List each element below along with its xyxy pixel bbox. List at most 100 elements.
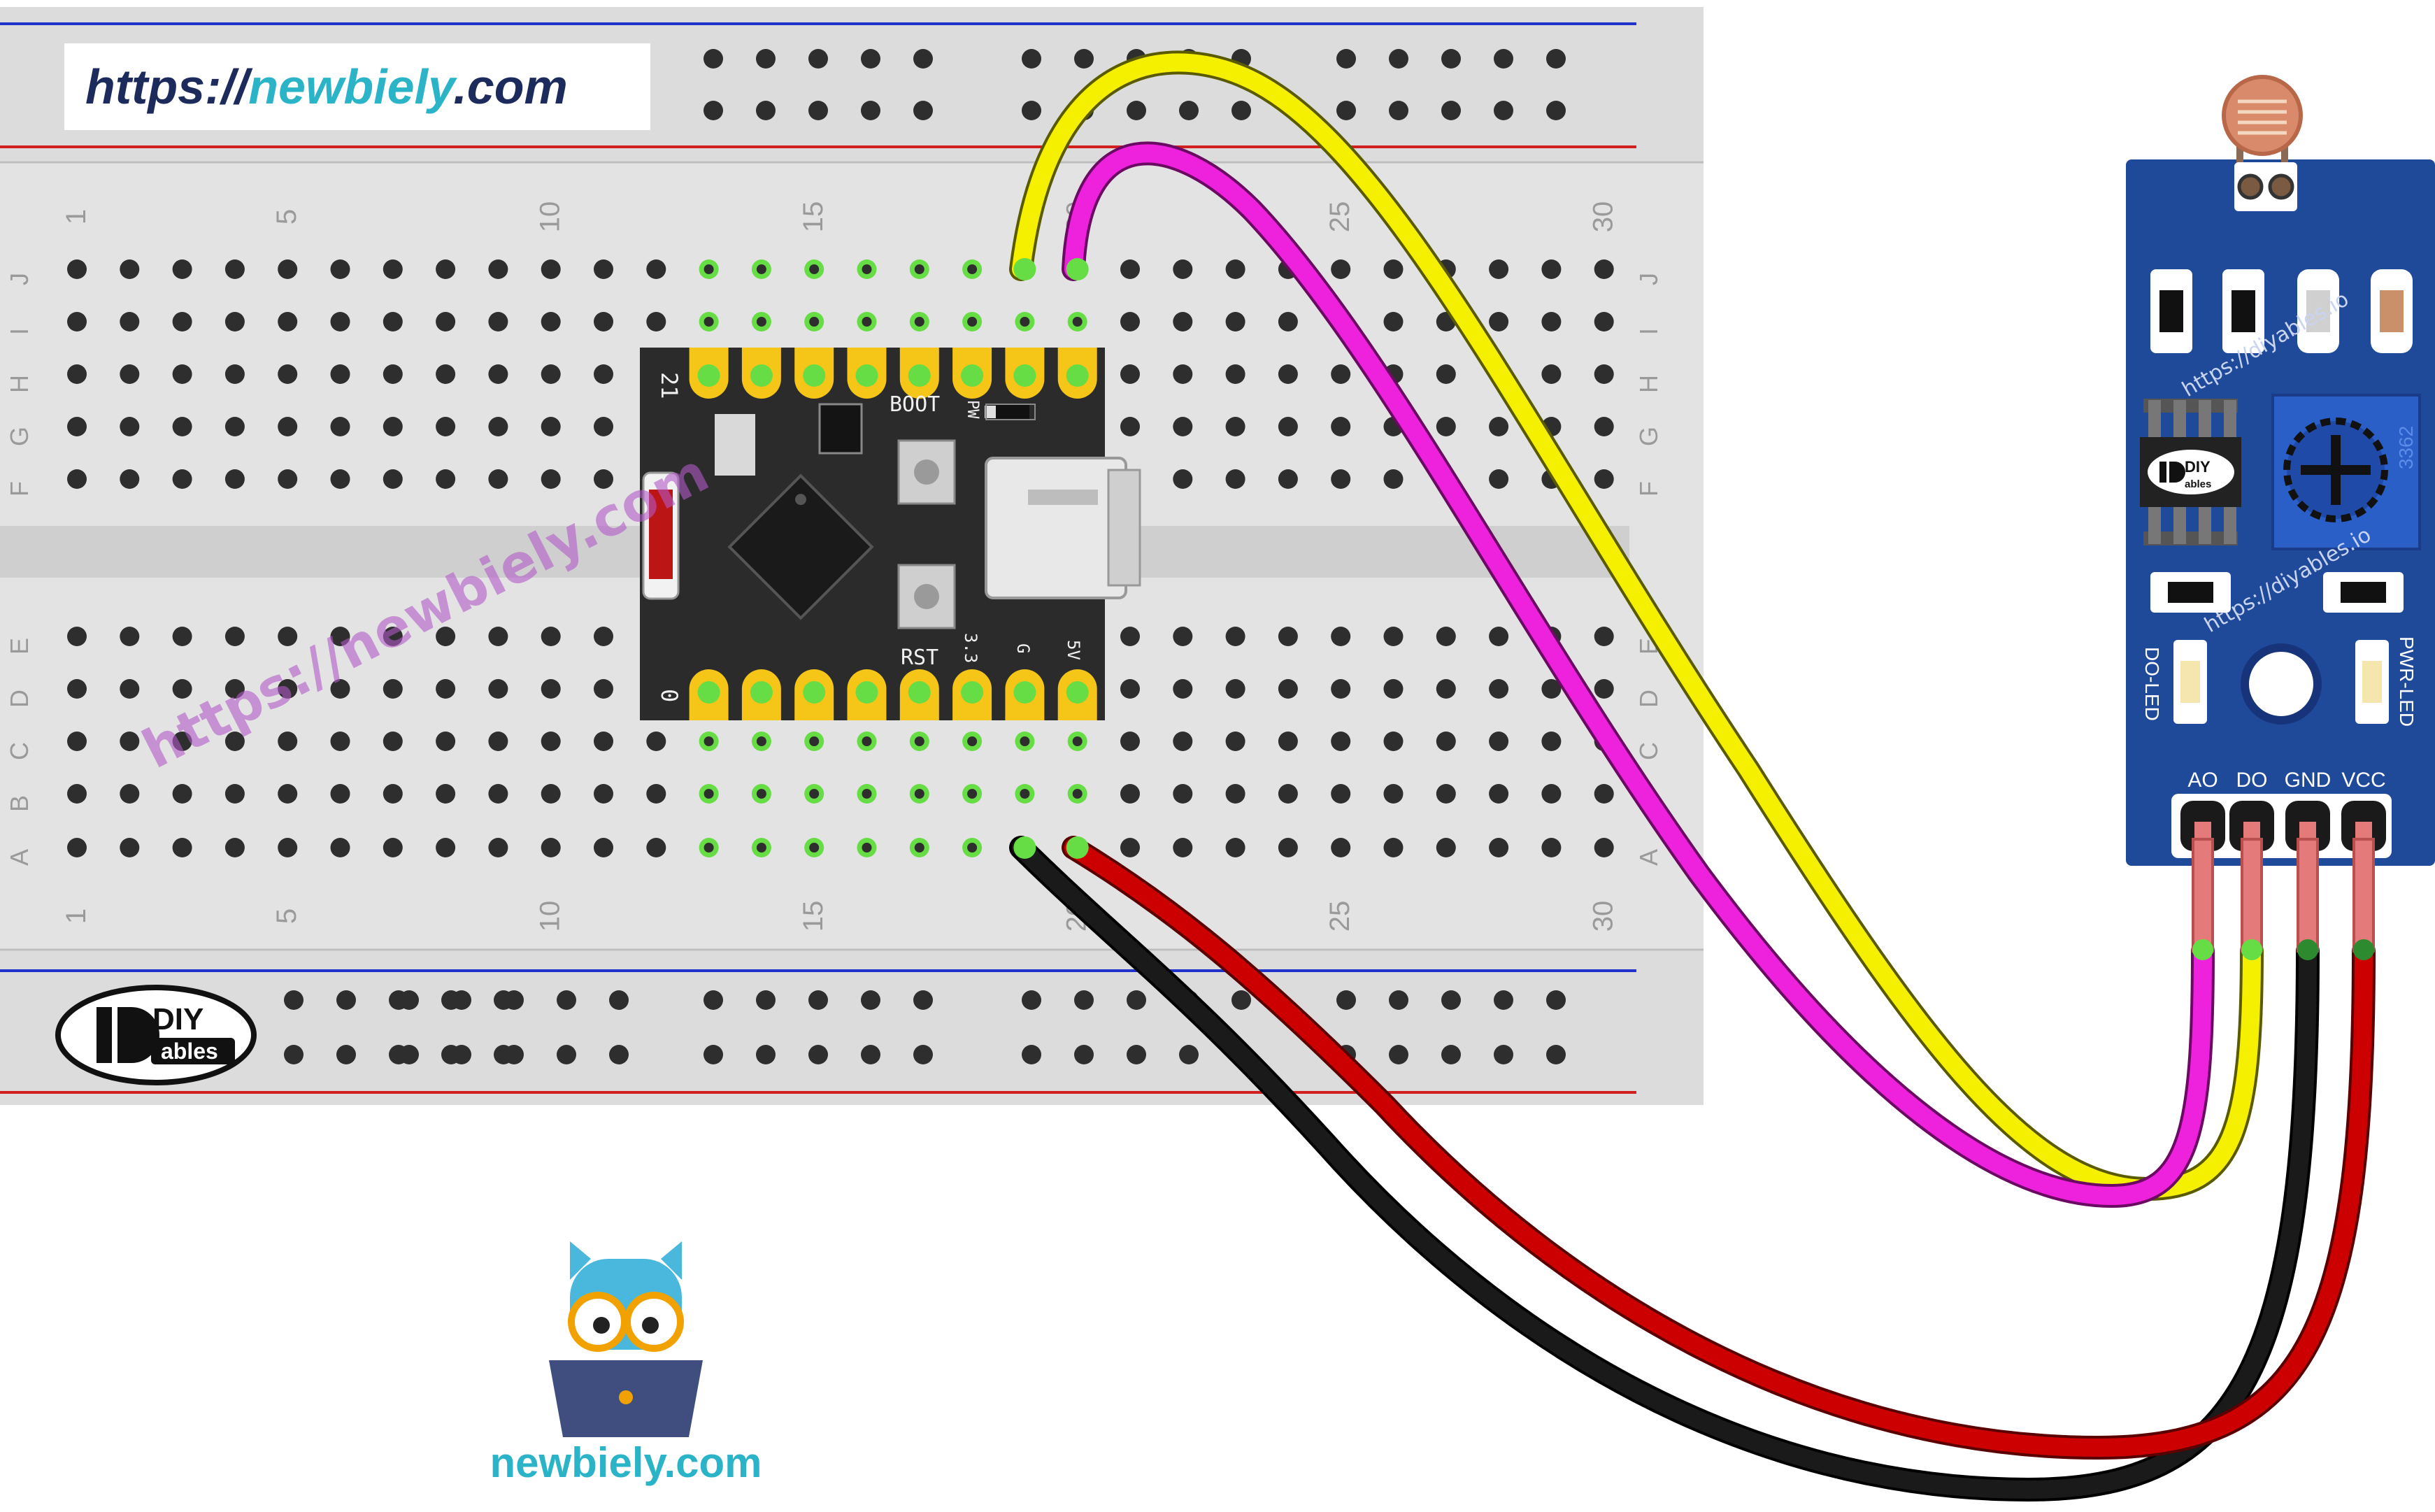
breadboard-hole	[224, 417, 245, 436]
wire-black-gnd[interactable]	[1012, 839, 2317, 1499]
breadboard-hole	[383, 469, 403, 489]
esp32-label-5v: 5V	[1064, 640, 1083, 660]
breadboard-hole-center	[756, 264, 766, 274]
breadboard-hole	[120, 259, 140, 279]
sensor-lead-stub	[2352, 838, 2375, 953]
power-rail-hole	[1494, 101, 1513, 120]
owl-glasses-bridge	[621, 1318, 631, 1323]
breadboard-hole-center	[862, 317, 872, 327]
wire-yellow-do[interactable]	[1012, 53, 2261, 1199]
row-letter: H	[1634, 375, 1663, 393]
breadboard-hole	[1331, 364, 1351, 384]
usb-c-port[interactable]	[985, 457, 1141, 599]
power-rail-hole	[1179, 101, 1199, 120]
breadboard-hole	[120, 417, 140, 436]
reset-button-cap	[914, 584, 939, 609]
breadboard-hole-center	[704, 264, 714, 274]
breadboard-hole-center	[914, 736, 924, 746]
breadboard-hole	[436, 679, 456, 699]
breadboard-hole	[1383, 259, 1404, 279]
breadboard-hole	[488, 838, 508, 857]
breadboard-hole	[1173, 784, 1193, 804]
chip-leg	[2224, 502, 2236, 544]
breadboard-hole	[1436, 679, 1456, 699]
breadboard-hole	[1225, 679, 1245, 699]
breadboard-hole	[1383, 838, 1404, 857]
breadboard-hole	[278, 259, 298, 279]
breadboard-hole-center	[967, 736, 978, 746]
breadboard-hole	[436, 784, 456, 804]
breadboard-hole	[646, 732, 666, 751]
breadboard-hole	[172, 469, 192, 489]
chip-dot	[795, 494, 806, 506]
esp32-pin-hole	[908, 364, 931, 387]
row-letter: H	[5, 375, 34, 393]
row-letter: C	[5, 742, 34, 760]
breadboard-hole	[120, 679, 140, 699]
breadboard-hole	[1383, 732, 1404, 751]
breadboard-hole	[1436, 417, 1456, 436]
wire-magenta-ao[interactable]	[1064, 144, 2212, 1206]
power-rail-hole	[861, 990, 880, 1010]
breadboard-hole	[172, 312, 192, 331]
breadboard-hole	[594, 469, 613, 489]
breadboard-hole	[594, 679, 613, 699]
power-rail-hole	[756, 101, 776, 120]
breadboard-hole	[1225, 627, 1245, 646]
esp32-pin-hole	[803, 681, 826, 704]
power-rail-hole	[913, 49, 933, 69]
breadboard-hole	[1120, 732, 1140, 751]
power-rail-hole	[1389, 49, 1408, 69]
breadboard-hole	[278, 784, 298, 804]
breadboard-hole	[67, 838, 87, 857]
power-rail-hole	[756, 990, 776, 1010]
breadboard-hole	[1489, 784, 1509, 804]
breadboard-hole	[330, 627, 350, 646]
breadboard-hole	[330, 364, 350, 384]
lead-stub-end	[2353, 939, 2374, 960]
breadboard-hole	[224, 732, 245, 751]
breadboard-hole	[1594, 312, 1614, 331]
breadboard-hole-center	[914, 789, 924, 799]
power-rail-hole	[1074, 49, 1094, 69]
breadboard-hole	[1436, 838, 1456, 857]
breadboard-hole-center	[1020, 789, 1030, 799]
sensor-pin-label-vcc: VCC	[2341, 769, 2385, 792]
breadboard-hole	[1173, 679, 1193, 699]
breadboard-hole-center	[967, 789, 978, 799]
column-number: 30	[1588, 201, 1619, 233]
boot-button[interactable]	[897, 439, 956, 505]
smd-mid-resistor-2	[2341, 582, 2386, 603]
breadboard-hole	[224, 364, 245, 384]
breadboard-hole-center	[967, 264, 978, 274]
power-rail-hole	[1231, 990, 1251, 1010]
column-number: 10	[535, 901, 566, 932]
ldr-pad-right	[2268, 173, 2294, 200]
breadboard-hole	[1383, 627, 1404, 646]
breadboard-hole-center	[862, 789, 872, 799]
sensor-lead-stub	[2241, 838, 2263, 953]
power-rail-hole	[861, 101, 880, 120]
reset-button[interactable]	[897, 564, 956, 629]
breadboard-hole	[1541, 679, 1562, 699]
wire-red-vcc[interactable]	[1064, 839, 2373, 1457]
potentiometer[interactable]: 3362	[2271, 394, 2421, 550]
breadboard-hole-center	[1020, 736, 1030, 746]
breadboard-hole	[1331, 259, 1351, 279]
row-letter: D	[1634, 690, 1663, 708]
header-url[interactable]: https://newbiely.com	[85, 59, 568, 114]
power-rail-hole	[756, 49, 776, 69]
laptop-logo-dot	[619, 1390, 633, 1404]
breadboard-hole	[1278, 312, 1298, 331]
newbiely-mascot: newbiely.com	[490, 1241, 762, 1486]
breadboard-hole	[1173, 312, 1193, 331]
power-rail-hole	[861, 1045, 880, 1064]
row-letter: G	[1634, 427, 1663, 446]
breadboard-hole	[330, 417, 350, 436]
row-letter: F	[5, 481, 34, 497]
power-rail-hole	[808, 1045, 828, 1064]
power-rail-hole	[913, 1045, 933, 1064]
breadboard-hole	[1594, 469, 1614, 489]
breadboard-hole	[120, 469, 140, 489]
power-rail-hole	[1127, 990, 1146, 1010]
